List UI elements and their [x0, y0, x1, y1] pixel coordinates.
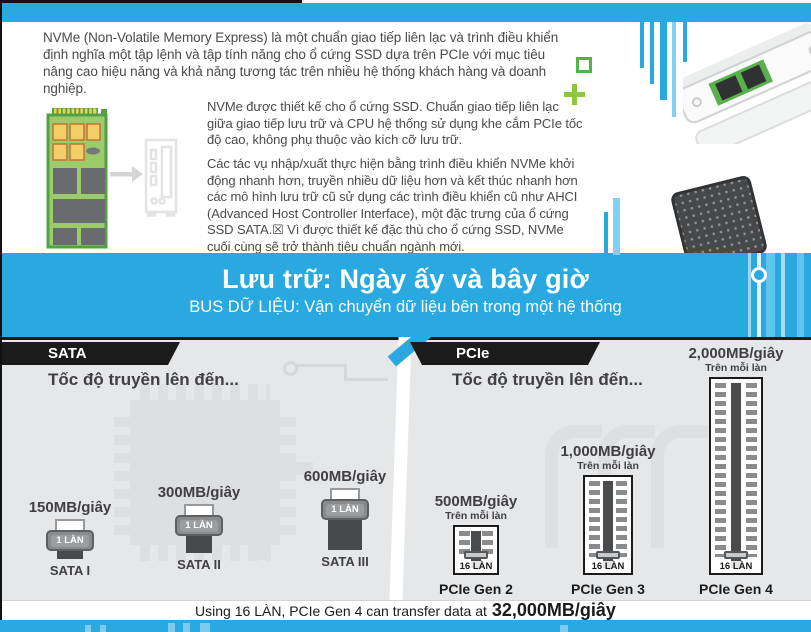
slider-handle-icon: [724, 551, 748, 559]
watermark-circuit-node: [283, 361, 298, 376]
pcie-gen2-bar: 500MB/giây Trên mỗi làn 16 LÀN PCIe Gen …: [421, 493, 531, 598]
sata1-bar: 150MB/giây 1 LÀN SATA I: [15, 499, 125, 578]
circuit-trace: [748, 253, 751, 337]
circuit-trace: [660, 22, 667, 100]
cpu-watermark-pins: [114, 410, 130, 535]
sata-subheader: Tốc độ truyền lên đến...: [48, 370, 239, 389]
circuit-trace: [766, 253, 775, 337]
left-border-line: [0, 0, 2, 620]
slider-handle-icon: [464, 551, 488, 559]
slider-handle-icon: [596, 551, 620, 559]
cpu-watermark-pins: [140, 384, 270, 400]
pcie-gen3-label: PCIe Gen 3: [571, 581, 645, 597]
sata-connector-stem: [328, 520, 362, 550]
sata-connector-cap: [184, 504, 214, 515]
watermark-hook: [258, 462, 313, 560]
bottom-cyan-strip: [0, 620, 811, 632]
circuit-trace: [683, 22, 687, 62]
pcie-gen3-per-lane: Trên mỗi làn: [577, 460, 639, 472]
sata2-label: SATA II: [177, 557, 221, 572]
banner-title: Lưu trữ: Ngày ấy và bây giờ: [222, 264, 589, 294]
sata-connector-stem: [57, 551, 83, 559]
pcie-gen2-lanes: 16 LÀN: [455, 561, 497, 572]
section-banner: Lưu trữ: Ngày ấy và bây giờ BUS DỮ LIỆU:…: [0, 253, 811, 337]
top-cyan-bar: [0, 3, 811, 22]
sata-connector: 1 LÀN: [175, 515, 223, 536]
footer-highlight: 32,000MB/giây: [491, 600, 616, 620]
banner-subtitle: BUS DỮ LIỆU: Vận chuyển dữ liệu bên tron…: [189, 298, 622, 316]
pcie-gen4-per-lane: Trên mỗi làn: [705, 362, 767, 374]
sata-connector-stem: [186, 536, 212, 553]
sata-connector: 1 LÀN: [321, 499, 369, 520]
pcie-ladder: 16 LÀN: [453, 525, 499, 575]
m2-ssd-illustration: [46, 108, 178, 249]
footer-text: Using 16 LÀN, PCIe Gen 4 can transfer da…: [195, 602, 487, 619]
sata2-speed: 300MB/giây: [157, 484, 241, 501]
green-square-icon: [576, 57, 592, 73]
pcie-gen3-bar: 1,000MB/giây Trên mỗi làn 16 LÀN PCIe Ge…: [553, 443, 663, 598]
top-border-line: [0, 0, 302, 3]
circuit-trace: [640, 22, 644, 68]
pcie-gen4-bar: 2,000MB/giây Trên mỗi làn 16 LÀN PCIe Ge…: [681, 345, 791, 598]
pcie-gen2-per-lane: Trên mỗi làn: [445, 510, 507, 522]
watermark-circuit-line: [344, 364, 347, 380]
circuit-trace: [781, 253, 785, 337]
pcie-gen3-lanes: 16 LÀN: [585, 561, 631, 572]
watermark-circuit-line: [344, 378, 388, 381]
pcie-gen3-speed: 1,000MB/giây: [560, 443, 656, 460]
ssd-stick-3d: [683, 23, 811, 144]
sata3-label: SATA III: [321, 554, 369, 569]
footer-summary: Using 16 LÀN, PCIe Gen 4 can transfer da…: [0, 600, 811, 620]
pcie-gen4-lanes: 16 LÀN: [711, 561, 761, 572]
pcie-header: PCIe: [410, 342, 600, 365]
green-plus-icon: [564, 84, 585, 105]
circuit-trace: [613, 198, 620, 255]
sata-header: SATA: [0, 342, 180, 365]
sata-connector: 1 LÀN: [46, 530, 94, 551]
sata-connector-cap: [55, 519, 85, 530]
desktop-tower-icon: [144, 138, 178, 217]
sata3-speed: 600MB/giây: [303, 468, 387, 485]
sata1-lane: 1 LÀN: [51, 534, 89, 547]
circuit-trace: [757, 253, 761, 337]
watermark-hook: [545, 425, 602, 548]
circuit-trace: [650, 22, 654, 84]
circuit-trace: [797, 253, 804, 337]
arrow-right-icon: [110, 166, 143, 182]
intro-paragraph-3: Các tác vụ nhập/xuất thực hiện bằng trìn…: [207, 156, 578, 254]
sata3-bar: 600MB/giây 1 LÀN SATA III: [290, 468, 400, 569]
sata3-lane: 1 LÀN: [326, 503, 364, 516]
pcie-ladder: 16 LÀN: [709, 377, 763, 575]
watermark-circuit-line: [295, 364, 347, 367]
pcie-ladder: 16 LÀN: [583, 475, 633, 575]
pcie-gen4-speed: 2,000MB/giây: [688, 345, 784, 362]
sata1-speed: 150MB/giây: [28, 499, 112, 516]
sata-connector-cap: [330, 488, 360, 499]
pcie-gen4-label: PCIe Gen 4: [699, 581, 773, 597]
sata1-label: SATA I: [49, 563, 91, 578]
sata2-bar: 300MB/giây 1 LÀN SATA II: [144, 484, 254, 572]
cpu-watermark-pins: [140, 545, 270, 561]
intro-paragraph-2: NVMe được thiết kế cho ổ cứng SSD. Chuẩn…: [207, 99, 583, 147]
circuit-trace: [604, 212, 608, 255]
watermark-hook: [651, 425, 708, 548]
pcie-gen2-label: PCIe Gen 2: [439, 581, 513, 597]
intro-paragraph-1: NVMe (Non-Volatile Memory Express) là mộ…: [43, 30, 559, 96]
circuit-node-icon: [751, 267, 767, 283]
sata2-lane: 1 LÀN: [180, 519, 218, 532]
pcie-subheader: Tốc độ truyền lên đến...: [452, 370, 643, 389]
circuit-trace: [672, 22, 676, 117]
pcie-gen2-speed: 500MB/giây: [434, 493, 518, 510]
